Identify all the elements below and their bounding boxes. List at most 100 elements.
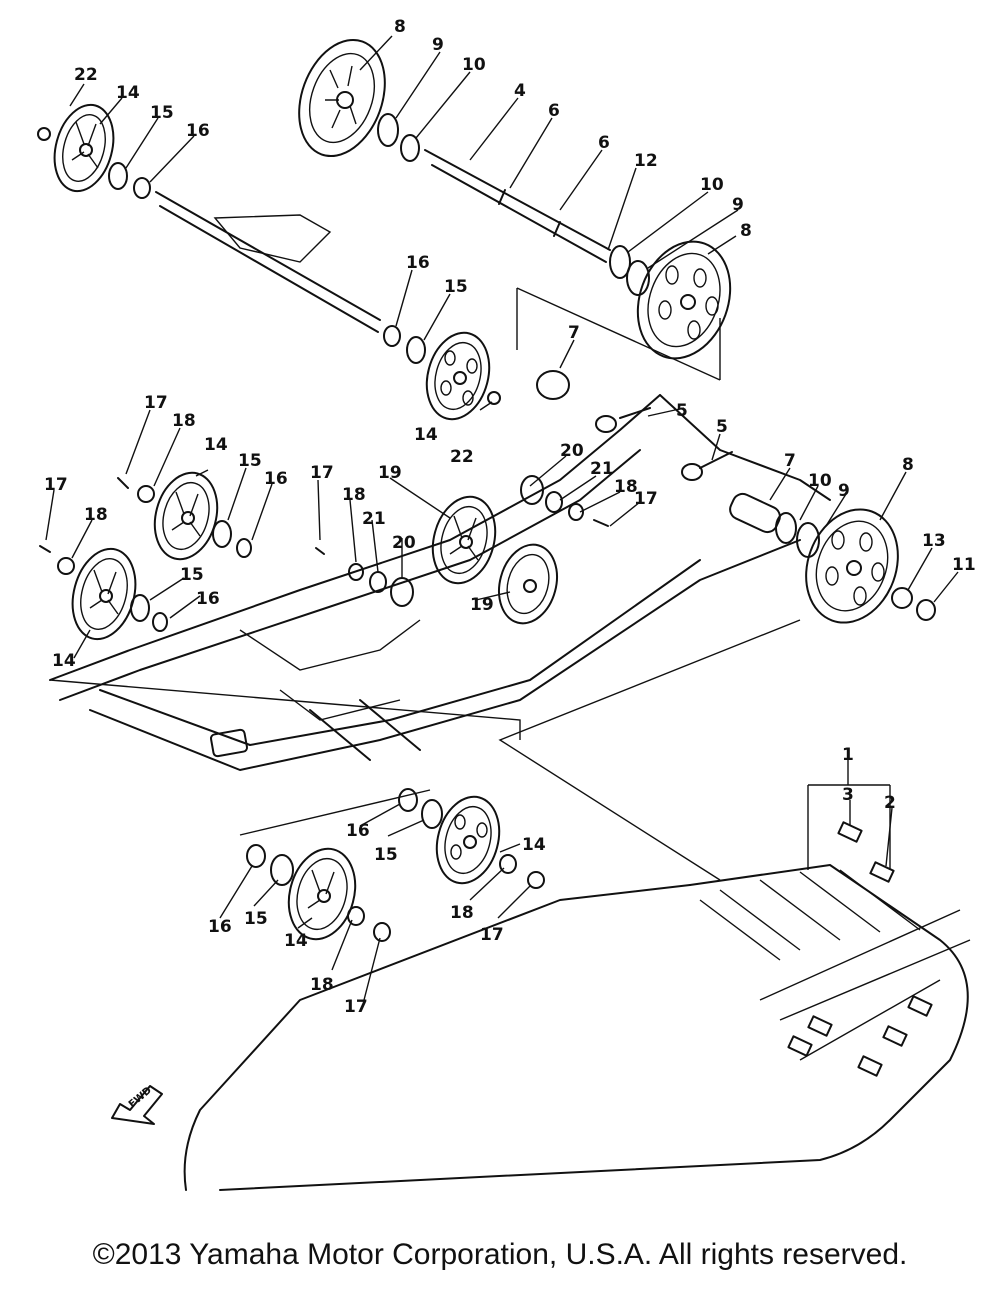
callout-label: 10 bbox=[462, 55, 486, 75]
callout-label: 9 bbox=[432, 35, 444, 55]
callout-label: 17 bbox=[344, 997, 368, 1017]
washer bbox=[137, 485, 155, 503]
rail-end-block bbox=[209, 728, 249, 758]
washer bbox=[891, 587, 913, 609]
slide-wheel bbox=[71, 547, 137, 641]
callout-label: 15 bbox=[244, 909, 268, 929]
callout-label: 14 bbox=[204, 435, 228, 455]
callout-label: 17 bbox=[144, 393, 168, 413]
pivot bbox=[595, 415, 617, 433]
washer bbox=[348, 563, 364, 581]
slide-rail-frame bbox=[49, 370, 936, 881]
bolt bbox=[699, 451, 733, 469]
washer bbox=[347, 906, 365, 926]
collar bbox=[383, 325, 401, 347]
callout-label: 15 bbox=[444, 277, 468, 297]
callout-label: 17 bbox=[634, 489, 658, 509]
lower-wheel-set bbox=[239, 788, 545, 942]
callout-label: 8 bbox=[394, 17, 406, 37]
callout-label: 18 bbox=[172, 411, 196, 431]
callout-label: 16 bbox=[346, 821, 370, 841]
callout-label: 5 bbox=[716, 417, 728, 437]
idler-wheel bbox=[636, 240, 732, 360]
callout-label: 21 bbox=[362, 509, 386, 529]
bearing bbox=[377, 113, 399, 147]
spacer-ring bbox=[775, 512, 797, 544]
spacer bbox=[536, 370, 570, 400]
callout-label: 16 bbox=[196, 589, 220, 609]
callout-label: 15 bbox=[150, 103, 174, 123]
collar bbox=[398, 788, 418, 812]
callout-label: 19 bbox=[378, 463, 402, 483]
callout-label: 16 bbox=[186, 121, 210, 141]
washer bbox=[499, 854, 517, 874]
callout-label: 14 bbox=[284, 931, 308, 951]
bogie-wheel bbox=[498, 543, 558, 625]
collar bbox=[246, 844, 266, 868]
callout-label: 8 bbox=[902, 455, 914, 475]
rear-idler-wheel bbox=[805, 508, 899, 624]
collar bbox=[236, 538, 252, 558]
callout-label: 20 bbox=[560, 441, 584, 461]
track-clip bbox=[837, 821, 863, 843]
fwd-label: FWD bbox=[127, 1085, 154, 1110]
axle-shaft bbox=[424, 149, 611, 263]
callout-label: 22 bbox=[74, 65, 98, 85]
callout-label: 16 bbox=[406, 253, 430, 273]
bolt bbox=[117, 477, 129, 489]
callout-label: 9 bbox=[732, 195, 744, 215]
callout-label: 7 bbox=[784, 451, 796, 471]
collar bbox=[545, 491, 563, 513]
bearing bbox=[130, 594, 150, 622]
leader-lines bbox=[45, 35, 959, 1001]
callout-label: 17 bbox=[310, 463, 334, 483]
callout-label: 18 bbox=[450, 903, 474, 923]
callout-label: 14 bbox=[116, 83, 140, 103]
callout-label: 18 bbox=[614, 477, 638, 497]
collar bbox=[133, 177, 151, 199]
callout-label: 5 bbox=[676, 401, 688, 421]
callout-label: 15 bbox=[374, 845, 398, 865]
spacer bbox=[520, 475, 544, 505]
callout-label: 3 bbox=[842, 785, 854, 805]
spacer-ring bbox=[400, 134, 420, 162]
callout-label: 14 bbox=[522, 835, 546, 855]
bearing bbox=[108, 162, 128, 190]
callout-label: 8 bbox=[740, 221, 752, 241]
bolt-head bbox=[373, 922, 391, 942]
bearing bbox=[609, 245, 631, 279]
callout-label: 18 bbox=[84, 505, 108, 525]
callout-label: 4 bbox=[514, 81, 526, 101]
callout-label: 6 bbox=[548, 101, 560, 121]
middle-wheel-set bbox=[315, 475, 609, 625]
callout-label: 10 bbox=[808, 471, 832, 491]
bearing bbox=[406, 336, 426, 364]
callout-label: 9 bbox=[838, 481, 850, 501]
callout-label: 21 bbox=[590, 459, 614, 479]
track-clip bbox=[869, 861, 895, 883]
bogie-wheel bbox=[431, 495, 497, 585]
callout-label: 14 bbox=[414, 425, 438, 445]
pivot bbox=[681, 463, 703, 481]
callout-label: 17 bbox=[44, 475, 68, 495]
callout-label: 6 bbox=[598, 133, 610, 153]
callout-label: 2 bbox=[884, 793, 896, 813]
bolt bbox=[39, 545, 51, 553]
slide-wheel bbox=[435, 795, 501, 885]
bearing bbox=[270, 854, 294, 886]
slide-wheel bbox=[53, 103, 115, 193]
nut bbox=[916, 599, 936, 621]
callout-label: 1 bbox=[842, 745, 854, 765]
callout-label: 18 bbox=[342, 485, 366, 505]
collar bbox=[369, 571, 387, 593]
callout-label: 19 bbox=[470, 595, 494, 615]
nut bbox=[487, 391, 501, 405]
idler-wheel bbox=[298, 38, 386, 158]
bolt bbox=[593, 519, 609, 527]
callout-label: 17 bbox=[480, 925, 504, 945]
callout-label: 15 bbox=[180, 565, 204, 585]
fwd-arrow-icon: FWD bbox=[111, 1085, 163, 1125]
front-wheel-set bbox=[39, 471, 252, 641]
bolt bbox=[315, 547, 325, 555]
bearing bbox=[212, 520, 232, 548]
